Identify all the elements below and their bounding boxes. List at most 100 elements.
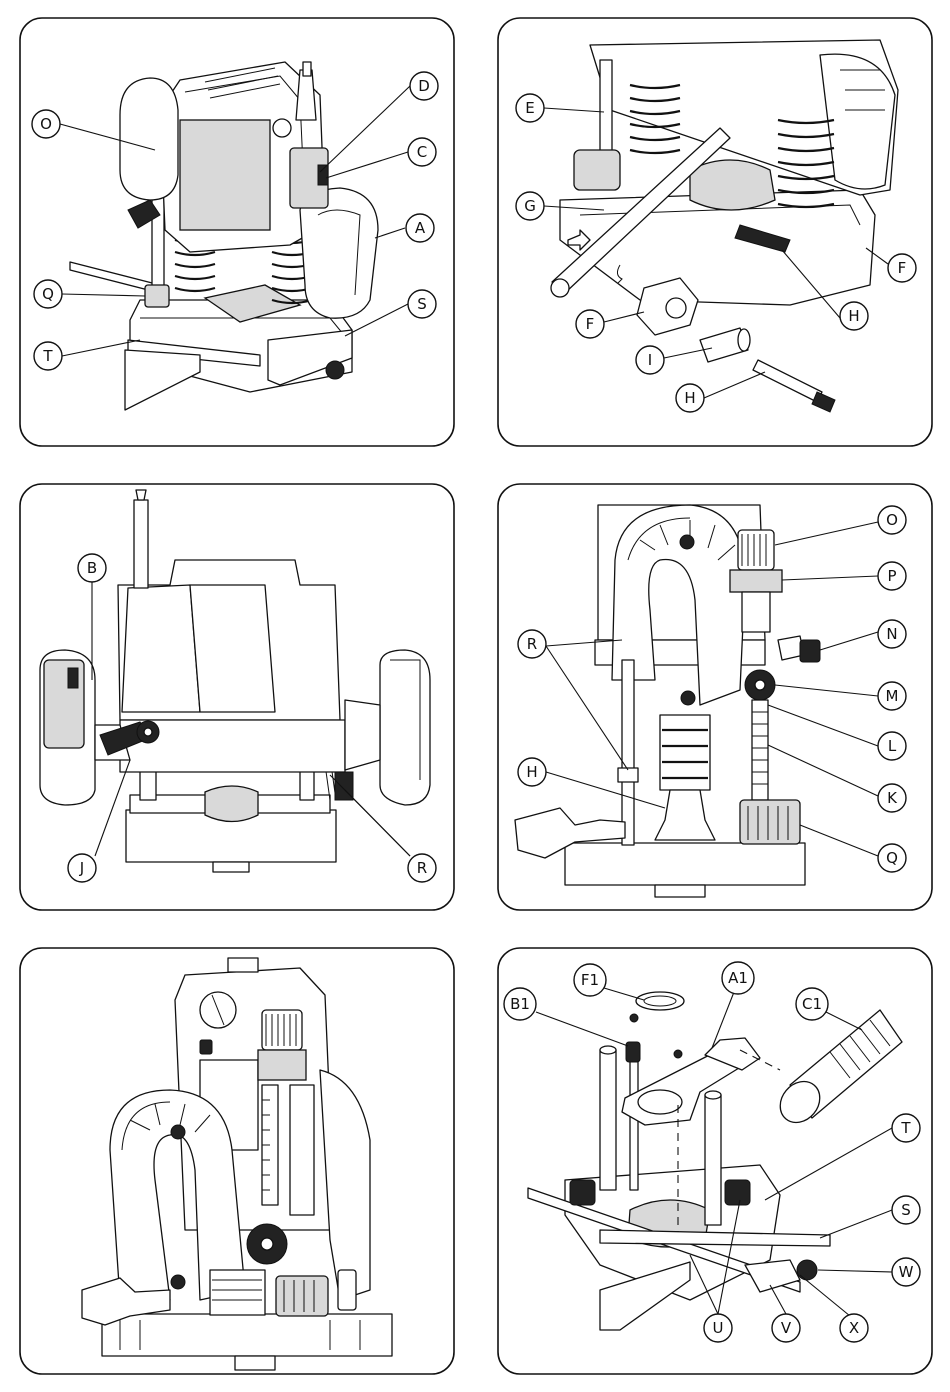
- turret-stop-Q: [740, 800, 800, 844]
- svg-text:H: H: [526, 763, 537, 781]
- svg-text:A1: A1: [728, 969, 748, 987]
- svg-text:J: J: [79, 859, 84, 877]
- guide-column-left: [600, 60, 612, 160]
- svg-text:M: M: [886, 687, 899, 705]
- svg-text:O: O: [886, 511, 898, 529]
- callout-S: S: [892, 1196, 920, 1224]
- svg-text:B: B: [87, 559, 97, 577]
- speed-dial: [318, 165, 328, 185]
- svg-text:D: D: [418, 77, 430, 95]
- top-spindle-shaft: [134, 500, 148, 588]
- callout-A1: A1: [722, 962, 754, 994]
- callout-W: W: [892, 1258, 920, 1286]
- svg-text:W: W: [899, 1263, 914, 1281]
- callout-R: R: [408, 854, 436, 882]
- depth-ring: [258, 1050, 306, 1080]
- callout-T: T: [892, 1114, 920, 1142]
- figure-6-dust-adapter-assembly: B1 F1 A1 C1 T S W U V X: [498, 948, 932, 1374]
- depth-rod-K: [752, 700, 768, 800]
- svg-text:R: R: [417, 859, 427, 877]
- svg-text:Q: Q: [42, 285, 54, 303]
- callout-U: U: [704, 1314, 732, 1342]
- callout-E: E: [516, 94, 544, 122]
- front-panel-left: [122, 585, 200, 712]
- base-plate: [102, 1314, 392, 1356]
- svg-text:T: T: [900, 1119, 911, 1137]
- depth-knob-top: [738, 530, 774, 570]
- hose-screw: [680, 535, 694, 549]
- figure-1-router-overview: O D C A Q S T: [20, 18, 454, 446]
- wrench-ring-end: [551, 279, 569, 297]
- guide-column-right: [705, 1095, 721, 1225]
- svg-text:H: H: [848, 307, 859, 325]
- callout-S: S: [408, 290, 436, 318]
- svg-text:Q: Q: [886, 849, 898, 867]
- top-spindle-shaft: [296, 70, 316, 120]
- callout-M: M: [878, 682, 906, 710]
- svg-text:C: C: [417, 143, 427, 161]
- svg-text:S: S: [901, 1201, 911, 1219]
- svg-text:F1: F1: [581, 971, 599, 989]
- callout-C: C: [408, 138, 436, 166]
- collet-housing: [210, 1270, 265, 1315]
- callout-B: B: [78, 554, 106, 582]
- svg-text:U: U: [713, 1319, 724, 1337]
- svg-text:R: R: [527, 635, 537, 653]
- svg-text:E: E: [525, 99, 534, 117]
- depth-rod: [630, 1060, 638, 1190]
- turret-stop: [574, 150, 620, 190]
- figure-5-side-view: [20, 948, 454, 1374]
- front-panel-right: [190, 585, 275, 712]
- callout-L: L: [878, 732, 906, 760]
- callout-R: R: [518, 630, 546, 658]
- svg-text:X: X: [849, 1319, 859, 1337]
- callout-C1: C1: [796, 988, 828, 1020]
- svg-text:F: F: [586, 315, 595, 333]
- screw-B1: [626, 1042, 640, 1062]
- callout-F-lower: F: [576, 310, 604, 338]
- callout-I: I: [636, 346, 664, 374]
- guide-column: [290, 1085, 314, 1215]
- fence-knob: [326, 361, 344, 379]
- callout-N: N: [878, 620, 906, 648]
- handle-right: [380, 650, 430, 805]
- svg-text:V: V: [781, 1319, 792, 1337]
- svg-text:H: H: [684, 389, 695, 407]
- turret-stop: [145, 285, 169, 307]
- depth-scale-housing: [742, 592, 770, 632]
- callout-X: X: [840, 1314, 868, 1342]
- spindle-lock-button: [273, 119, 291, 137]
- collet-tip: [235, 1356, 275, 1370]
- callout-F1: F1: [574, 964, 606, 996]
- callout-J: J: [68, 854, 96, 882]
- svg-text:C1: C1: [802, 995, 822, 1013]
- depth-ring: [730, 570, 782, 592]
- svg-text:K: K: [887, 789, 898, 807]
- callout-K: K: [878, 784, 906, 812]
- figure-2-collet-change: E G F H F I H: [498, 18, 932, 446]
- callout-Q: Q: [34, 280, 62, 308]
- callout-O: O: [32, 110, 60, 138]
- svg-text:L: L: [888, 737, 897, 755]
- callout-P: P: [878, 562, 906, 590]
- lock-knob-N: [800, 640, 820, 662]
- svg-text:T: T: [42, 347, 53, 365]
- svg-text:G: G: [524, 197, 536, 215]
- svg-text:I: I: [648, 351, 652, 369]
- collet-tip: [655, 885, 705, 897]
- base-opening: [205, 786, 258, 822]
- svg-text:P: P: [887, 567, 896, 585]
- svg-text:F: F: [898, 259, 907, 277]
- callout-G: G: [516, 192, 544, 220]
- callout-F-upper: F: [888, 254, 916, 282]
- callout-V: V: [772, 1314, 800, 1342]
- callout-Q: Q: [878, 844, 906, 872]
- adapter-ring-F1: [636, 992, 684, 1010]
- callout-T: T: [34, 342, 62, 370]
- svg-text:A: A: [415, 219, 426, 237]
- figure-3-front-view: B J R: [20, 484, 454, 910]
- callout-H-lower: H: [676, 384, 704, 412]
- callout-O: O: [878, 506, 906, 534]
- handle-left: [120, 78, 178, 200]
- base-plate: [565, 843, 805, 885]
